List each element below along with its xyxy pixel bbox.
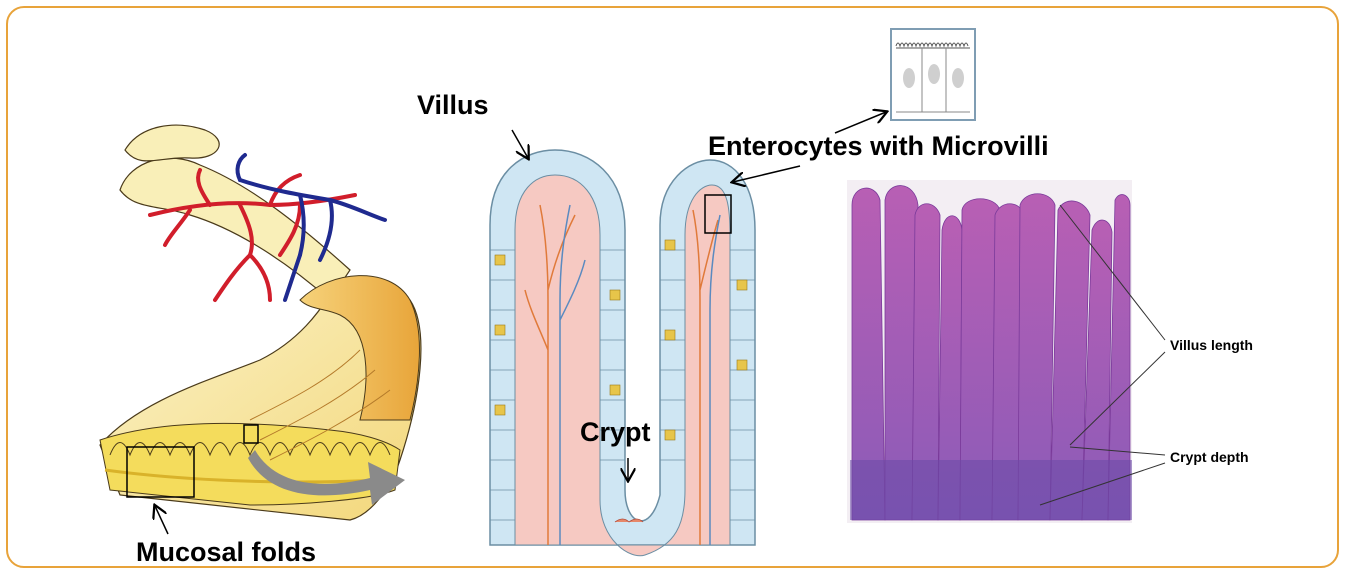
enterocyte-inset (891, 29, 975, 120)
intestine-illustration (100, 125, 421, 534)
enterocytes-label: Enterocytes with Microvilli (708, 131, 1049, 162)
mucosal-folds-label: Mucosal folds (136, 537, 316, 568)
histology-image (847, 180, 1165, 523)
crypt-label: Crypt (580, 417, 651, 448)
villus-label: Villus (417, 90, 489, 121)
villus-length-label: Villus length (1170, 337, 1253, 353)
crypt-depth-label: Crypt depth (1170, 449, 1249, 465)
villus-schematic (490, 112, 886, 556)
